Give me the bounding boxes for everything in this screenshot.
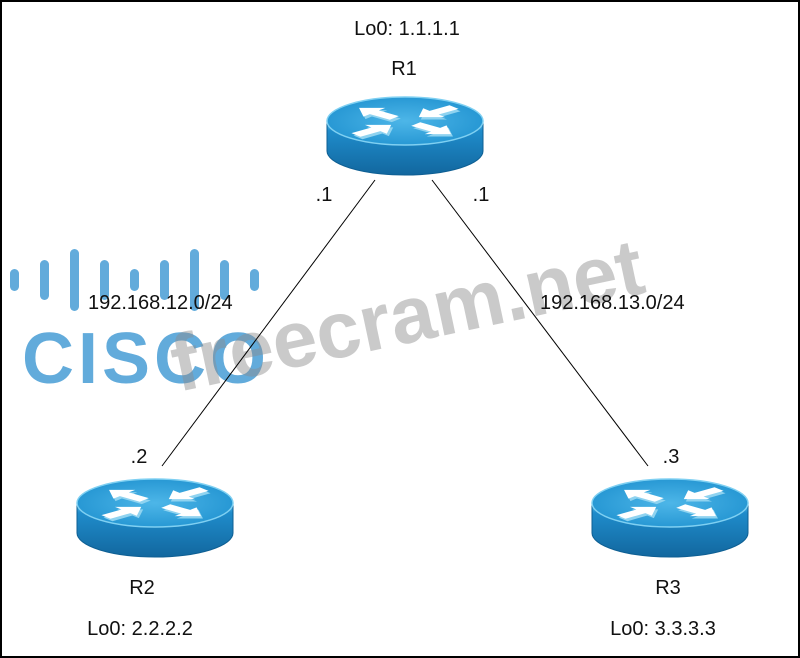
router-icon [76, 478, 234, 558]
cisco-bar [130, 269, 139, 291]
cisco-bar [190, 249, 199, 311]
router-loopback-label: Lo0: 1.1.1.1 [354, 18, 460, 40]
router-icon [326, 96, 484, 176]
router-loopback-label: Lo0: 3.3.3.3 [610, 618, 716, 640]
cisco-bar [10, 269, 19, 291]
cisco-logo-bars [10, 249, 259, 311]
router-r2: R2 Lo0: 2.2.2.2 [76, 478, 234, 640]
cisco-bar [160, 260, 169, 300]
cisco-bar [250, 269, 259, 291]
router-name-label: R3 [655, 577, 681, 599]
router-icon [591, 478, 749, 558]
subnet-label-r1-r2: 192.168.12.0/24 [88, 292, 233, 314]
interface-label-r3: .3 [663, 446, 680, 468]
link-r1-r3 [431, 179, 649, 467]
router-r3: R3 Lo0: 3.3.3.3 [591, 478, 749, 640]
cisco-bar [40, 260, 49, 300]
interface-label-r2: .2 [131, 446, 148, 468]
subnet-label-r1-r3: 192.168.13.0/24 [540, 292, 685, 314]
link-r1-r2 [161, 179, 376, 467]
cisco-bar [100, 260, 109, 300]
router-name-label: R2 [129, 577, 155, 599]
router-loopback-label: Lo0: 2.2.2.2 [87, 618, 193, 640]
cisco-logo-text: CISCO [22, 319, 270, 399]
interface-label-r1-r3: .1 [473, 184, 490, 206]
cisco-bar [220, 260, 229, 300]
cisco-logo-watermark: CISCO [10, 249, 270, 399]
router-r1: Lo0: 1.1.1.1 R1 [326, 18, 484, 176]
router-name-label: R1 [391, 58, 417, 80]
cisco-bar [70, 249, 79, 311]
interface-label-r1-r2: .1 [316, 184, 333, 206]
